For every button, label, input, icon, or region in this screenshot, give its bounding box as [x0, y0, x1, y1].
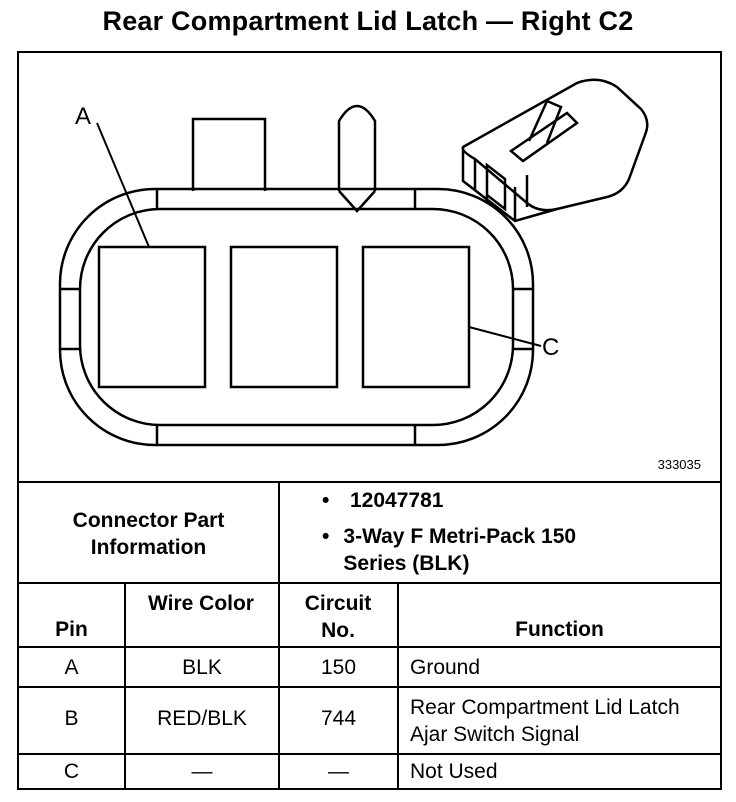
connector-top-tab [191, 117, 267, 191]
row-a-pin: A [64, 656, 79, 679]
col-divider-3 [397, 582, 399, 790]
connector-info-item: •3-Way F Metri-Pack 150 Series (BLK) [322, 523, 622, 577]
header-function: Function [515, 618, 604, 641]
connector-diagram: A C [17, 51, 722, 483]
row-b-function: Rear Compartment Lid Latch Ajar Switch S… [410, 696, 680, 746]
cavity-b [229, 245, 339, 389]
label-a: A [75, 103, 91, 130]
row-c-circuit: — [328, 760, 349, 783]
row-a-divider [17, 686, 722, 688]
row-b-pin: B [64, 707, 79, 730]
diagram-frame [17, 51, 722, 790]
header-wire-color: Wire Color [148, 592, 254, 615]
row-b-circuit: 744 [320, 707, 357, 730]
connector-inner-shell [78, 207, 515, 427]
cavity-c [361, 245, 471, 389]
connector-info-divider [17, 582, 722, 584]
row-a-circuit: 150 [320, 656, 357, 679]
row-a-wire-color: BLK [182, 656, 222, 679]
row-b-wire-color: RED/BLK [157, 707, 247, 730]
figure-number: 333035 [657, 457, 701, 472]
connector-key [337, 104, 377, 191]
connector-outer-shell [58, 187, 535, 447]
part-number: 12047781 [350, 489, 444, 512]
label-c: C [542, 334, 559, 361]
connector-info-item: •12047781 [322, 489, 444, 512]
row-c-wire-color: — [191, 760, 213, 783]
header-pin: Pin [55, 618, 88, 641]
connector-type: 3-Way F Metri-Pack 150 Series (BLK) [343, 525, 577, 575]
cavity-a [97, 245, 207, 389]
row-c-pin: C [63, 760, 80, 783]
header-circuit-no: Circuit No. [304, 592, 372, 642]
header-divider [17, 646, 722, 648]
col-divider-2 [278, 582, 280, 790]
row-a-function: Ground [410, 656, 481, 679]
info-col-divider [278, 481, 280, 584]
page-title: Rear Compartment Lid Latch — Right C2 [102, 6, 634, 36]
row-c-function: Not Used [410, 760, 498, 783]
diagram-table-divider [17, 481, 722, 483]
connector-face-drawing: A C [58, 78, 649, 447]
connector-info-label: Connector Part Information [72, 509, 225, 559]
row-b-divider [17, 753, 722, 755]
connector-isometric-view [461, 78, 649, 223]
col-divider-1 [124, 582, 126, 790]
